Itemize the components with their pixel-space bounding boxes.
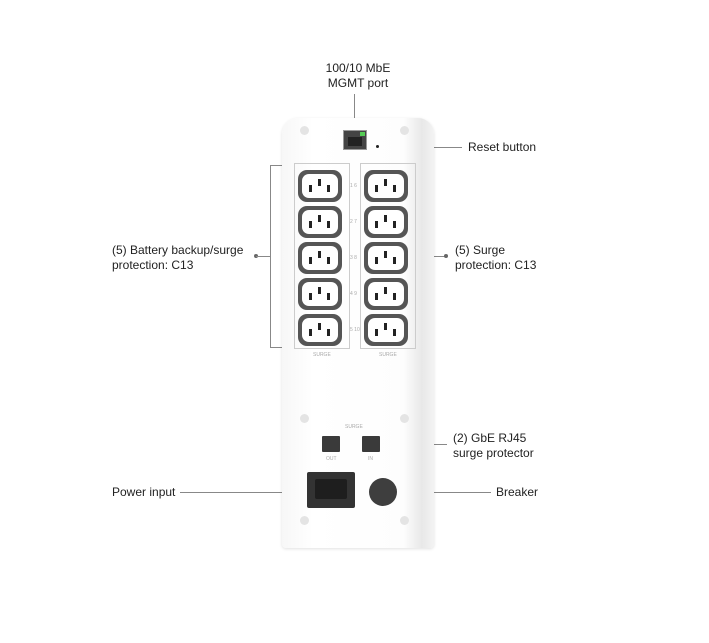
- outlet-number: 3 8: [350, 255, 357, 261]
- surge-line2: protection: C13: [455, 258, 537, 272]
- breaker-button[interactable]: [369, 478, 397, 506]
- c13-outlet: [364, 242, 408, 274]
- rj-header: SURGE: [345, 424, 363, 430]
- c13-outlet: [298, 170, 342, 202]
- c13-outlet: [298, 278, 342, 310]
- c13-outlet: [298, 314, 342, 346]
- rj45-in-port: [362, 436, 380, 452]
- c13-outlet: [364, 314, 408, 346]
- c13-outlet: [364, 170, 408, 202]
- surge-line1: (5) Surge: [455, 243, 506, 257]
- battery-outlet-group: [294, 163, 350, 349]
- c13-outlet: [364, 278, 408, 310]
- screw: [400, 414, 409, 423]
- outlet-number: 4 9: [350, 291, 357, 297]
- screw: [300, 126, 309, 135]
- power-leader: [180, 492, 300, 493]
- inlet-socket: [315, 479, 347, 499]
- c13-outlet: [364, 206, 408, 238]
- outlet-number: 5 10: [350, 327, 360, 333]
- battery-leader: [256, 256, 270, 257]
- power-label: Power input: [112, 485, 176, 499]
- outlet-number: 2 7: [350, 219, 357, 225]
- rj45-line2: surge protector: [453, 446, 534, 460]
- screw: [400, 516, 409, 525]
- outlet-face: [302, 318, 338, 342]
- outlet-face: [302, 210, 338, 234]
- breaker-label: Breaker: [496, 485, 539, 499]
- outlet-face: [368, 174, 404, 198]
- rj-out-label: OUT: [326, 456, 337, 462]
- outlet-face: [368, 282, 404, 306]
- power-inlet: [307, 472, 355, 508]
- surge-leader: [432, 256, 446, 257]
- right-group-label: SURGE: [379, 352, 397, 358]
- battery-line1: (5) Battery backup/surge: [112, 243, 244, 257]
- surge-dot: [444, 254, 448, 258]
- breaker-leader: [397, 492, 491, 493]
- outlet-face: [302, 246, 338, 270]
- rj45-line1: (2) GbE RJ45: [453, 431, 527, 445]
- battery-bracket: [270, 165, 271, 347]
- rj45-out-port: [322, 436, 340, 452]
- reset-label: Reset button: [468, 140, 537, 154]
- mgmt-line2: MGMT port: [327, 76, 389, 90]
- outlet-face: [368, 318, 404, 342]
- screw: [300, 414, 309, 423]
- mgmt-port: [343, 130, 367, 150]
- outlet-face: [302, 282, 338, 306]
- mgmt-line1: 100/10 MbE: [325, 61, 391, 75]
- outlet-face: [302, 174, 338, 198]
- c13-outlet: [298, 206, 342, 238]
- outlet-face: [368, 210, 404, 234]
- outlet-face: [368, 246, 404, 270]
- c13-outlet: [298, 242, 342, 274]
- left-group-label: SURGE: [313, 352, 331, 358]
- port-socket: [348, 137, 362, 146]
- screw: [400, 126, 409, 135]
- outlet-number: 1 6: [350, 183, 357, 189]
- reset-button[interactable]: [376, 145, 379, 148]
- screw: [300, 516, 309, 525]
- mgmt-leader: [354, 94, 355, 130]
- rj-in-label: IN: [368, 456, 373, 462]
- battery-line2: protection: C13: [112, 258, 194, 272]
- link-led: [360, 132, 365, 136]
- surge-outlet-group: [360, 163, 416, 349]
